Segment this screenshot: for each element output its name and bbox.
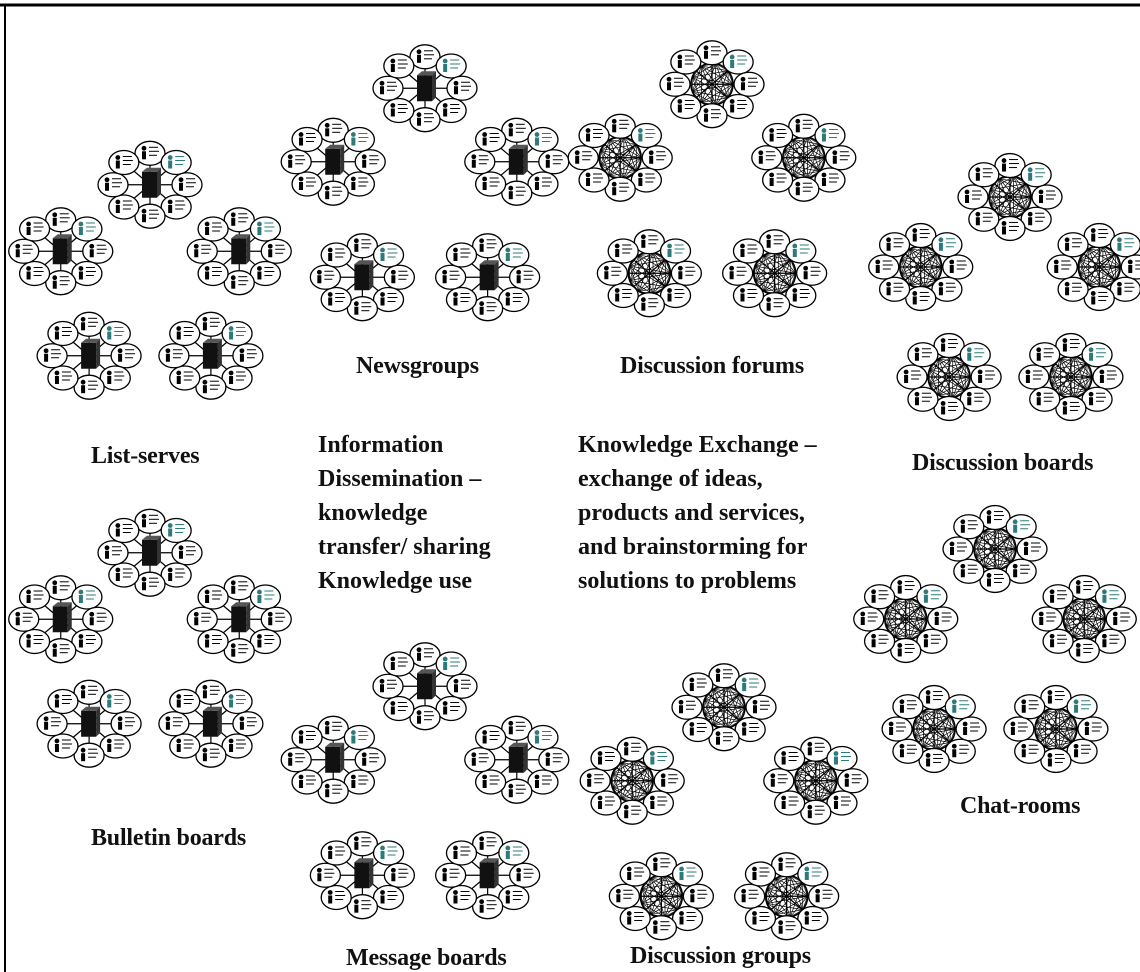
label-bulletin-boards: Bulletin boards	[91, 825, 247, 851]
discussion-boards-cluster-node-1	[868, 222, 974, 312]
bulletin-boards-cluster-node-3	[36, 679, 142, 768]
discussion-boards-cluster-node-2	[1046, 222, 1140, 312]
chat-rooms-cluster-node-4	[1003, 684, 1109, 774]
newsgroups-cluster-node-3	[309, 233, 416, 322]
chat-rooms-cluster-node-2	[1031, 574, 1137, 664]
bulletin-boards-cluster-node-1	[8, 575, 114, 664]
label-discussion-boards: Discussion boards	[912, 450, 1094, 476]
bulletin-boards-cluster-node-4	[158, 679, 264, 768]
knowledge-exchange-text: Knowledge Exchange – exchange of ideas, …	[578, 432, 817, 594]
discussion-groups-cluster-node-2	[763, 736, 869, 825]
list-serves-cluster-node-2	[186, 207, 292, 296]
list-serves-cluster-node-1	[8, 207, 114, 296]
discussion-groups-cluster-node-3	[608, 852, 715, 941]
discussion-forums-cluster-node-0	[659, 40, 765, 129]
newsgroups-cluster-node-4	[434, 233, 541, 322]
label-newsgroups: Newsgroups	[356, 353, 479, 379]
message-boards-cluster-node-1	[280, 715, 386, 804]
discussion-groups-cluster-node-1	[579, 736, 685, 825]
discussion-groups-cluster-node-0	[671, 663, 777, 752]
list-serves-cluster-node-0	[97, 140, 203, 229]
label-chat-rooms: Chat-rooms	[960, 793, 1081, 819]
message-boards-cluster-node-2	[464, 715, 570, 804]
discussion-boards-cluster-node-3	[896, 332, 1002, 422]
discussion-boards-cluster-node-0	[957, 152, 1063, 242]
message-boards-cluster-node-3	[309, 831, 416, 920]
chat-rooms-cluster-node-1	[853, 574, 959, 664]
label-discussion-groups: Discussion groups	[630, 943, 811, 969]
newsgroups-cluster-node-2	[464, 117, 570, 206]
message-boards-cluster-node-4	[434, 831, 541, 920]
list-serves-cluster-node-3	[36, 311, 142, 400]
discussion-boards-cluster-node-4	[1018, 332, 1124, 422]
label-message-boards: Message boards	[346, 945, 507, 971]
discussion-forums-cluster-node-3	[596, 229, 703, 318]
discussion-forums-cluster-node-2	[751, 113, 857, 202]
newsgroups-cluster-node-0	[372, 44, 478, 133]
newsgroups-cluster-node-1	[280, 117, 386, 206]
message-boards-cluster-node-0	[372, 642, 478, 731]
discussion-forums-cluster-node-1	[567, 113, 673, 202]
discussion-forums-cluster-node-4	[721, 229, 828, 318]
bulletin-boards-cluster-node-2	[186, 575, 292, 664]
label-list-serves: List-serves	[91, 443, 200, 469]
label-discussion-forums: Discussion forums	[620, 353, 804, 379]
chat-rooms-cluster-node-0	[942, 504, 1048, 594]
information-dissemination-text: Information Dissemination – knowledge tr…	[318, 432, 491, 594]
chat-rooms-cluster-node-3	[881, 684, 987, 774]
list-serves-cluster-node-4	[158, 311, 264, 400]
discussion-groups-cluster-node-4	[733, 852, 840, 941]
bulletin-boards-cluster-node-0	[97, 508, 203, 597]
